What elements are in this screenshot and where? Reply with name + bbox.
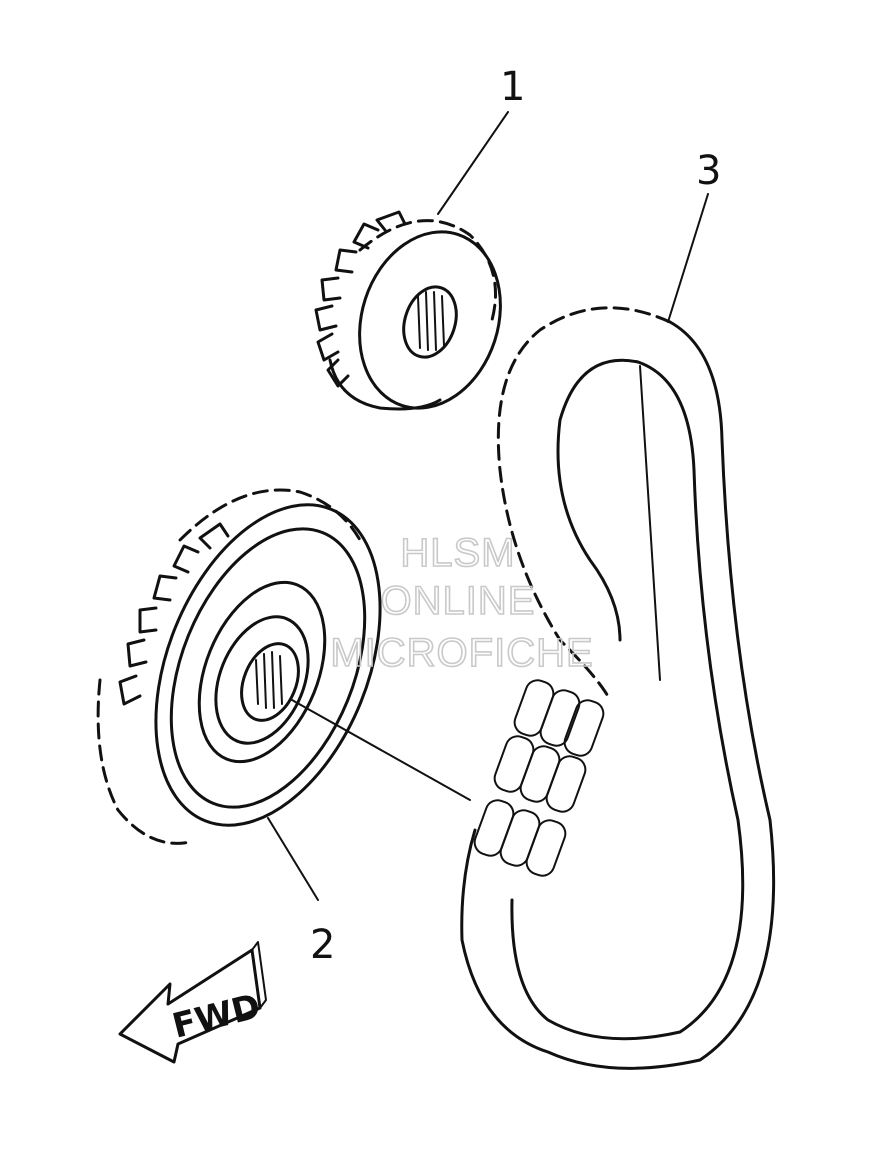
fwd-arrow: FWD — [118, 941, 267, 1064]
drive-chain — [460, 306, 776, 1070]
leader-chain-hub — [291, 699, 471, 801]
callout-2: 2 — [310, 922, 335, 968]
leader-2 — [267, 817, 319, 901]
leader-lines — [267, 111, 709, 901]
leader-3 — [667, 193, 709, 323]
small-sprocket — [314, 210, 502, 411]
leader-1 — [437, 111, 509, 215]
large-sprocket — [96, 488, 382, 845]
callout-3: 3 — [696, 148, 721, 194]
watermark-line-3: MICROFICHE — [330, 631, 593, 675]
watermark-line-2: ONLINE — [381, 579, 536, 623]
watermark: HLSM ONLINE MICROFICHE — [330, 530, 594, 676]
callout-1: 1 — [500, 64, 525, 110]
watermark-line-1: HLSM — [400, 531, 515, 575]
